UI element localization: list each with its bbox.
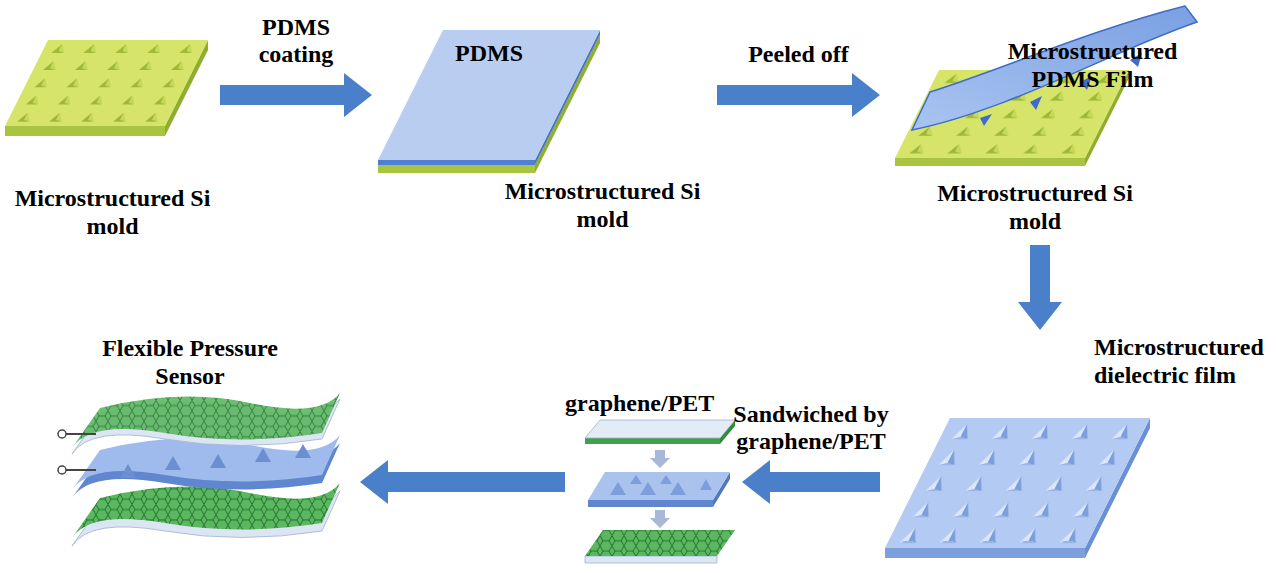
- peeled-film-and-mold: [895, 6, 1197, 166]
- process-arrow: [360, 460, 565, 504]
- stage-label: graphene/PET: [565, 390, 740, 418]
- pdms-coated-mold: [378, 30, 600, 173]
- process-arrow: [742, 460, 880, 504]
- process-stage: Microstructured dielectric film: [880, 330, 1272, 570]
- stage-label: Microstructured Si mold: [500, 178, 705, 233]
- dielectric-film: [885, 418, 1150, 558]
- arrow-label: PDMS coating: [236, 14, 356, 69]
- stage-label: Microstructured PDMS Film: [990, 38, 1195, 93]
- sandwich-stack: [585, 420, 735, 563]
- pressure-sensor: [58, 393, 340, 546]
- arrow-label: Sandwiched by graphene/PET: [726, 401, 896, 456]
- process-arrow: [220, 73, 372, 117]
- stage-label: Microstructured dielectric film: [1094, 334, 1270, 389]
- stage-label: Microstructured Si mold: [10, 185, 215, 240]
- process-arrow: [717, 73, 880, 117]
- process-arrow: [1018, 245, 1062, 330]
- arrow-label: Peeled off: [724, 41, 874, 69]
- process-stage: Microstructured PDMS FilmMicrostructured…: [880, 0, 1200, 245]
- stage-label: Flexible Pressure Sensor: [85, 335, 295, 390]
- process-stage: PDMS Microstructured Si mold: [372, 20, 717, 237]
- process-stage: Microstructured Si mold: [5, 30, 220, 255]
- process-stage: graphene/PET: [565, 388, 742, 570]
- process-stage: Flexible Pressure Sensor: [40, 330, 360, 570]
- stage-label: Microstructured Si mold: [935, 180, 1135, 235]
- stage-label: PDMS: [455, 40, 545, 68]
- si-mold: [5, 40, 208, 136]
